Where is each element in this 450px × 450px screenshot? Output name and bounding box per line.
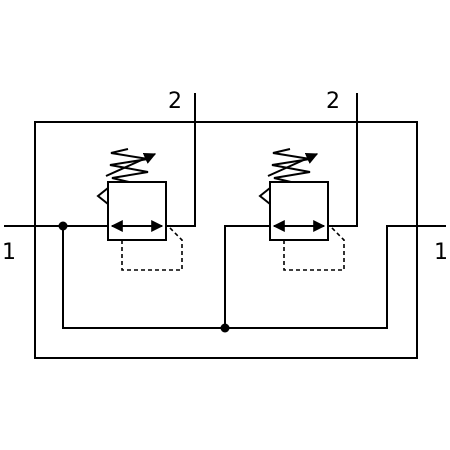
adjust-arrow-left <box>105 152 157 177</box>
port-label-outlet-left: 2 <box>168 89 182 114</box>
outlet-line-left <box>166 93 196 227</box>
regulator-body-right <box>269 181 329 241</box>
spring-icon-left <box>109 148 149 183</box>
junction-dot-left <box>58 221 68 231</box>
adjust-arrow-right <box>267 152 319 177</box>
pressure-regulator-right <box>258 148 345 271</box>
pressure-regulator-left <box>96 148 183 271</box>
pilot-triangle-right <box>258 187 271 205</box>
pilot-line-right <box>283 225 345 271</box>
pilot-line-left <box>121 225 183 271</box>
inlet-bus-line <box>62 225 446 329</box>
port-label-inlet-left: 1 <box>2 240 16 265</box>
pilot-triangle-left <box>96 187 109 205</box>
enclosure-frame <box>34 121 418 359</box>
supply-line-right <box>224 225 270 328</box>
outlet-line-right <box>328 93 358 227</box>
port-label-outlet-right: 2 <box>326 89 340 114</box>
junction-dot-bottom <box>220 323 230 333</box>
spring-icon-right <box>271 148 311 183</box>
regulator-body-left <box>107 181 167 241</box>
port-label-inlet-right: 1 <box>434 240 448 265</box>
